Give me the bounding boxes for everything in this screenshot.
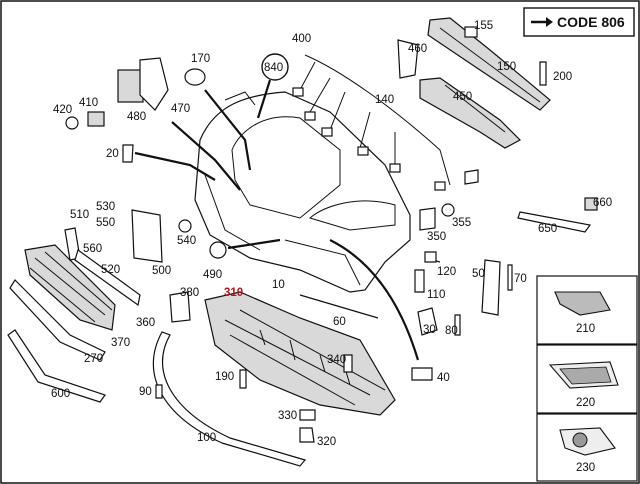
label-400: 400 [292, 33, 311, 45]
small-parts [64, 26, 598, 443]
label-350: 350 [427, 231, 446, 243]
label-30: 30 [423, 324, 436, 336]
code-box: CODE 806 [523, 7, 635, 37]
label-120: 120 [437, 266, 456, 278]
upper-grille-bars [419, 17, 551, 149]
label-140: 140 [375, 94, 394, 106]
label-480: 480 [127, 111, 146, 123]
circled-label: 840 [264, 62, 283, 74]
code-label: CODE 806 [557, 14, 625, 30]
label-20: 20 [106, 148, 119, 160]
label-450: 450 [453, 91, 472, 103]
label-110: 110 [427, 289, 445, 301]
label-370: 370 [111, 337, 130, 349]
label-270: 270 [84, 353, 103, 365]
label-230: 230 [576, 462, 595, 474]
label-600: 600 [51, 388, 70, 400]
label-530: 530 [96, 201, 115, 213]
label-60: 60 [333, 316, 346, 328]
label-90: 90 [139, 386, 152, 398]
highlighted-label-310[interactable]: 310 [224, 287, 243, 299]
label-170: 170 [191, 53, 210, 65]
label-100: 100 [197, 432, 216, 444]
label-330: 330 [278, 410, 297, 422]
part-labels: 10 20 30 40 50 60 70 80 90 100 110 120 1… [51, 20, 612, 474]
label-150: 150 [497, 61, 516, 73]
label-10: 10 [272, 279, 285, 291]
trim-strips [7, 279, 307, 467]
label-380: 380 [180, 287, 199, 299]
label-200: 200 [553, 71, 572, 83]
label-70: 70 [514, 273, 527, 285]
label-220: 220 [576, 397, 595, 409]
label-420: 420 [53, 104, 72, 116]
label-50: 50 [472, 268, 485, 280]
bumper-cover [194, 91, 411, 293]
label-520: 520 [101, 264, 120, 276]
wiring-harness [292, 54, 451, 191]
label-550: 550 [96, 217, 115, 229]
label-40: 40 [437, 372, 450, 384]
left-grille [24, 244, 116, 331]
label-490: 490 [203, 269, 222, 281]
label-340: 340 [327, 354, 346, 366]
label-355: 355 [452, 217, 471, 229]
label-360: 360 [136, 317, 155, 329]
label-210: 210 [576, 323, 595, 335]
label-460: 460 [408, 43, 427, 55]
label-190: 190 [215, 371, 234, 383]
label-155: 155 [474, 20, 493, 32]
label-410: 410 [79, 97, 98, 109]
label-500: 500 [152, 265, 171, 277]
label-470: 470 [171, 103, 190, 115]
label-510: 510 [70, 209, 89, 221]
label-660: 660 [593, 197, 612, 209]
inset-panels [536, 275, 638, 482]
label-650: 650 [538, 223, 557, 235]
label-540: 540 [177, 235, 196, 247]
lower-spoiler [204, 291, 396, 416]
circled-callout-840: 840 [261, 53, 289, 81]
label-560: 560 [83, 243, 102, 255]
leader-lines [134, 79, 420, 361]
label-80: 80 [445, 325, 458, 337]
label-320: 320 [317, 436, 336, 448]
